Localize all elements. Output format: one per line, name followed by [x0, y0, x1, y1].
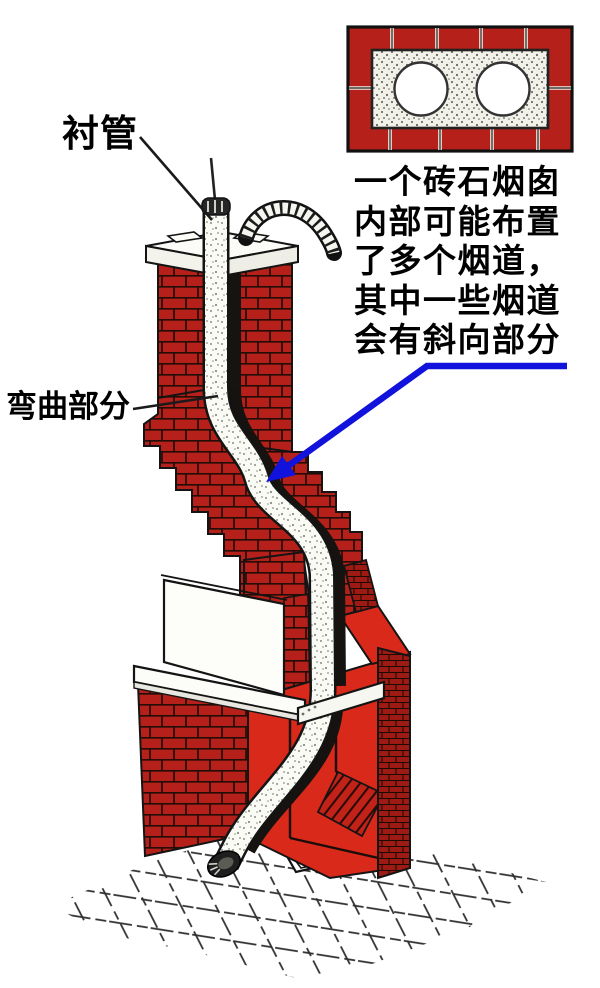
bend-label: 弯曲部分	[6, 389, 130, 425]
annotation-text: 一个砖石烟囱 内部可能布置 了多个烟道， 其中一些烟道 会有斜向部分	[354, 162, 590, 360]
liner-pipe	[202, 200, 337, 871]
liner-top-cap	[201, 157, 231, 216]
inset-cross-section	[346, 25, 574, 153]
inset-brick-joints	[349, 28, 571, 150]
liner-leader-line	[139, 136, 213, 221]
flex-hose-arc	[238, 200, 342, 261]
flue-tile-left	[165, 231, 205, 243]
right-outer-column	[377, 646, 411, 880]
flue-hole-right	[475, 61, 531, 117]
bend-leader-line	[132, 394, 219, 411]
liner-label: 衬管	[62, 112, 138, 155]
annotation-line: 一个砖石烟囱	[354, 162, 561, 201]
left-brick-pillar	[157, 252, 205, 408]
smoke-shelf-hatch	[316, 770, 386, 838]
wall-panel	[160, 574, 288, 697]
inner-ledge	[296, 680, 386, 726]
callout-arrow	[266, 362, 567, 482]
annotation-line: 会有斜向部分	[354, 320, 561, 359]
liner-end-cap	[206, 850, 242, 878]
annotation-line: 了多个烟道，	[354, 241, 561, 280]
flue-hole-left	[393, 61, 449, 117]
annotation-line: 内部可能布置	[354, 201, 561, 241]
right-small-column	[342, 558, 380, 614]
annotation-line: 其中一些烟道	[354, 280, 561, 320]
